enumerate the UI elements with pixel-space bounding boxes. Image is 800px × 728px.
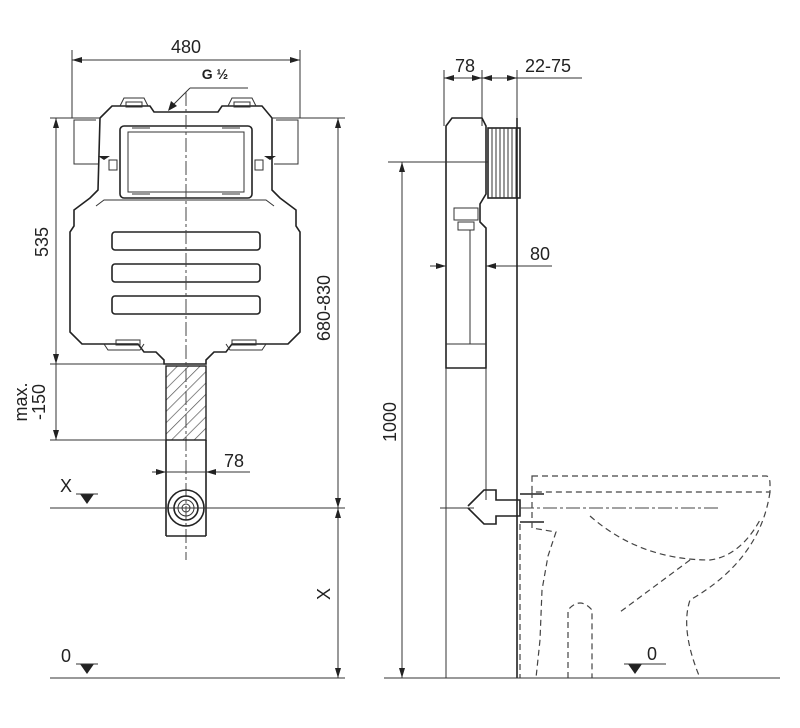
level-mark-icon — [80, 494, 94, 504]
front-view: 480 G ½ — [11, 37, 345, 679]
arrow-icon — [72, 57, 82, 63]
arrow-icon — [507, 75, 517, 81]
wall-label: 22-75 — [525, 56, 571, 76]
arrow-icon — [335, 508, 341, 518]
depth-label: 78 — [455, 56, 475, 76]
arrow-icon — [472, 75, 482, 81]
arrow-icon — [53, 354, 59, 364]
arrow-icon — [444, 75, 454, 81]
arrow-icon — [156, 469, 166, 475]
arrow-icon — [436, 263, 446, 269]
arrow-icon — [206, 469, 216, 475]
outlet-bend — [467, 489, 521, 525]
level-mark-icon — [264, 156, 276, 160]
arrow-icon — [290, 57, 300, 63]
adjust-label: 680-830 — [314, 275, 334, 341]
cistern-body — [69, 105, 301, 365]
side-zero-label: 0 — [647, 644, 657, 664]
arrow-icon — [53, 430, 59, 440]
arrow-icon — [486, 263, 496, 269]
side-view: 78 22-75 80 — [380, 56, 780, 679]
pipe-label: G ½ — [202, 66, 229, 82]
arrow-icon — [53, 118, 59, 128]
max-label-line1: max. — [11, 382, 31, 421]
toilet-bowl — [519, 475, 771, 679]
x-height-label: X — [314, 588, 334, 600]
arrow-icon — [335, 498, 341, 508]
zero-label: 0 — [61, 646, 71, 666]
x-level-label: X — [60, 476, 72, 496]
arrow-icon — [335, 668, 341, 678]
arrow-icon — [399, 162, 405, 172]
total-height-label: 1000 — [380, 402, 400, 442]
max-label-line2: -150 — [29, 384, 49, 420]
width-label: 480 — [171, 37, 201, 57]
arrow-icon — [168, 101, 177, 111]
height-label: 535 — [32, 227, 52, 257]
level-mark-icon — [80, 664, 94, 674]
level-mark-icon — [628, 664, 642, 674]
level-mark-icon — [98, 156, 110, 160]
cistern-side-body — [445, 117, 487, 369]
pipe-offset-label: 78 — [224, 451, 244, 471]
flush-pipe-adjustable — [165, 365, 207, 441]
arrow-icon — [399, 668, 405, 678]
frame-label: 80 — [530, 244, 550, 264]
arrow-icon — [335, 118, 341, 128]
arrow-icon — [482, 75, 492, 81]
